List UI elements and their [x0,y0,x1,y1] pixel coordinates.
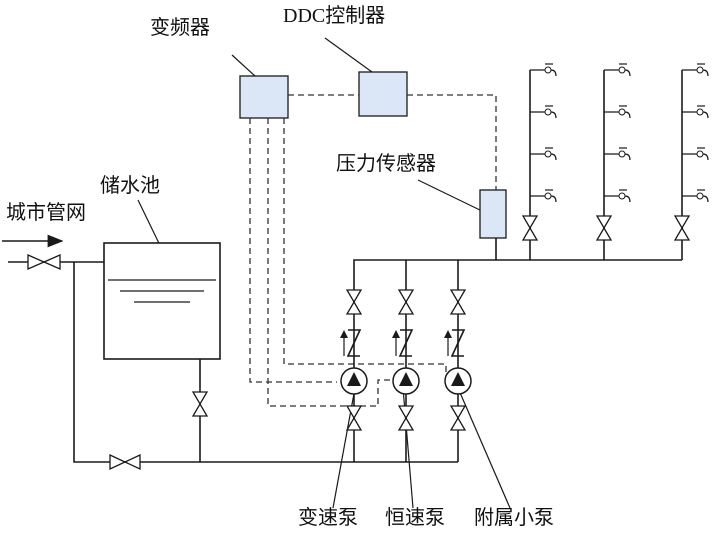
pump-branch-constant [392,289,420,431]
faucet-icon [604,63,631,203]
discharge-valve-icon [397,300,415,315]
ddc-controller-box [358,71,408,117]
pump-branch-variable [340,289,368,431]
discharge-valve-icon [345,300,363,315]
faucet-icon [530,63,557,203]
water-level-lines [108,279,216,303]
riser-3 [673,63,709,260]
riser-valve-icon [673,226,691,241]
tank-outlet-valve-icon [191,391,209,406]
suction-valve-icon [345,416,363,431]
riser-1 [521,63,557,260]
inverter-leader-line [231,54,256,77]
ddc-controller-label: DDC控制器 [283,4,385,27]
pressure-sensor-box [479,189,507,239]
riser-2 [595,63,631,260]
aux-pump-leader-line [457,387,511,509]
reservoir-tank [103,242,221,360]
auxiliary-small-pump-label: 附属小泵 [474,505,554,529]
pressure-sensor-leader-line [417,179,485,213]
reservoir-label: 储水池 [100,173,160,197]
riser-valve-icon [521,226,539,241]
inlet-valve-icon [27,254,46,270]
pressure-sensor-label: 压力传感器 [336,151,436,175]
check-valve-icon [398,329,414,357]
check-valve-icon [346,329,362,357]
suction-valve-icon [449,416,467,431]
check-valve-icon [450,329,466,357]
city-main-label: 城市管网 [6,200,86,224]
control-signal-lines [249,94,497,407]
faucet-icon [682,63,709,203]
pump-branch-auxiliary [444,289,472,431]
suction-valve-icon [397,416,415,431]
ddc-leader-line [324,37,373,73]
bypass-valve-icon [109,453,127,471]
inverter-box [239,75,289,119]
bypass-and-suction-header [73,262,458,463]
discharge-valve-icon [449,300,467,315]
constant-speed-pump-label: 恒速泵 [385,505,445,529]
variable-speed-pump-label: 变速泵 [298,505,358,529]
inverter-label: 变频器 [150,15,210,39]
riser-valve-icon [595,226,613,241]
